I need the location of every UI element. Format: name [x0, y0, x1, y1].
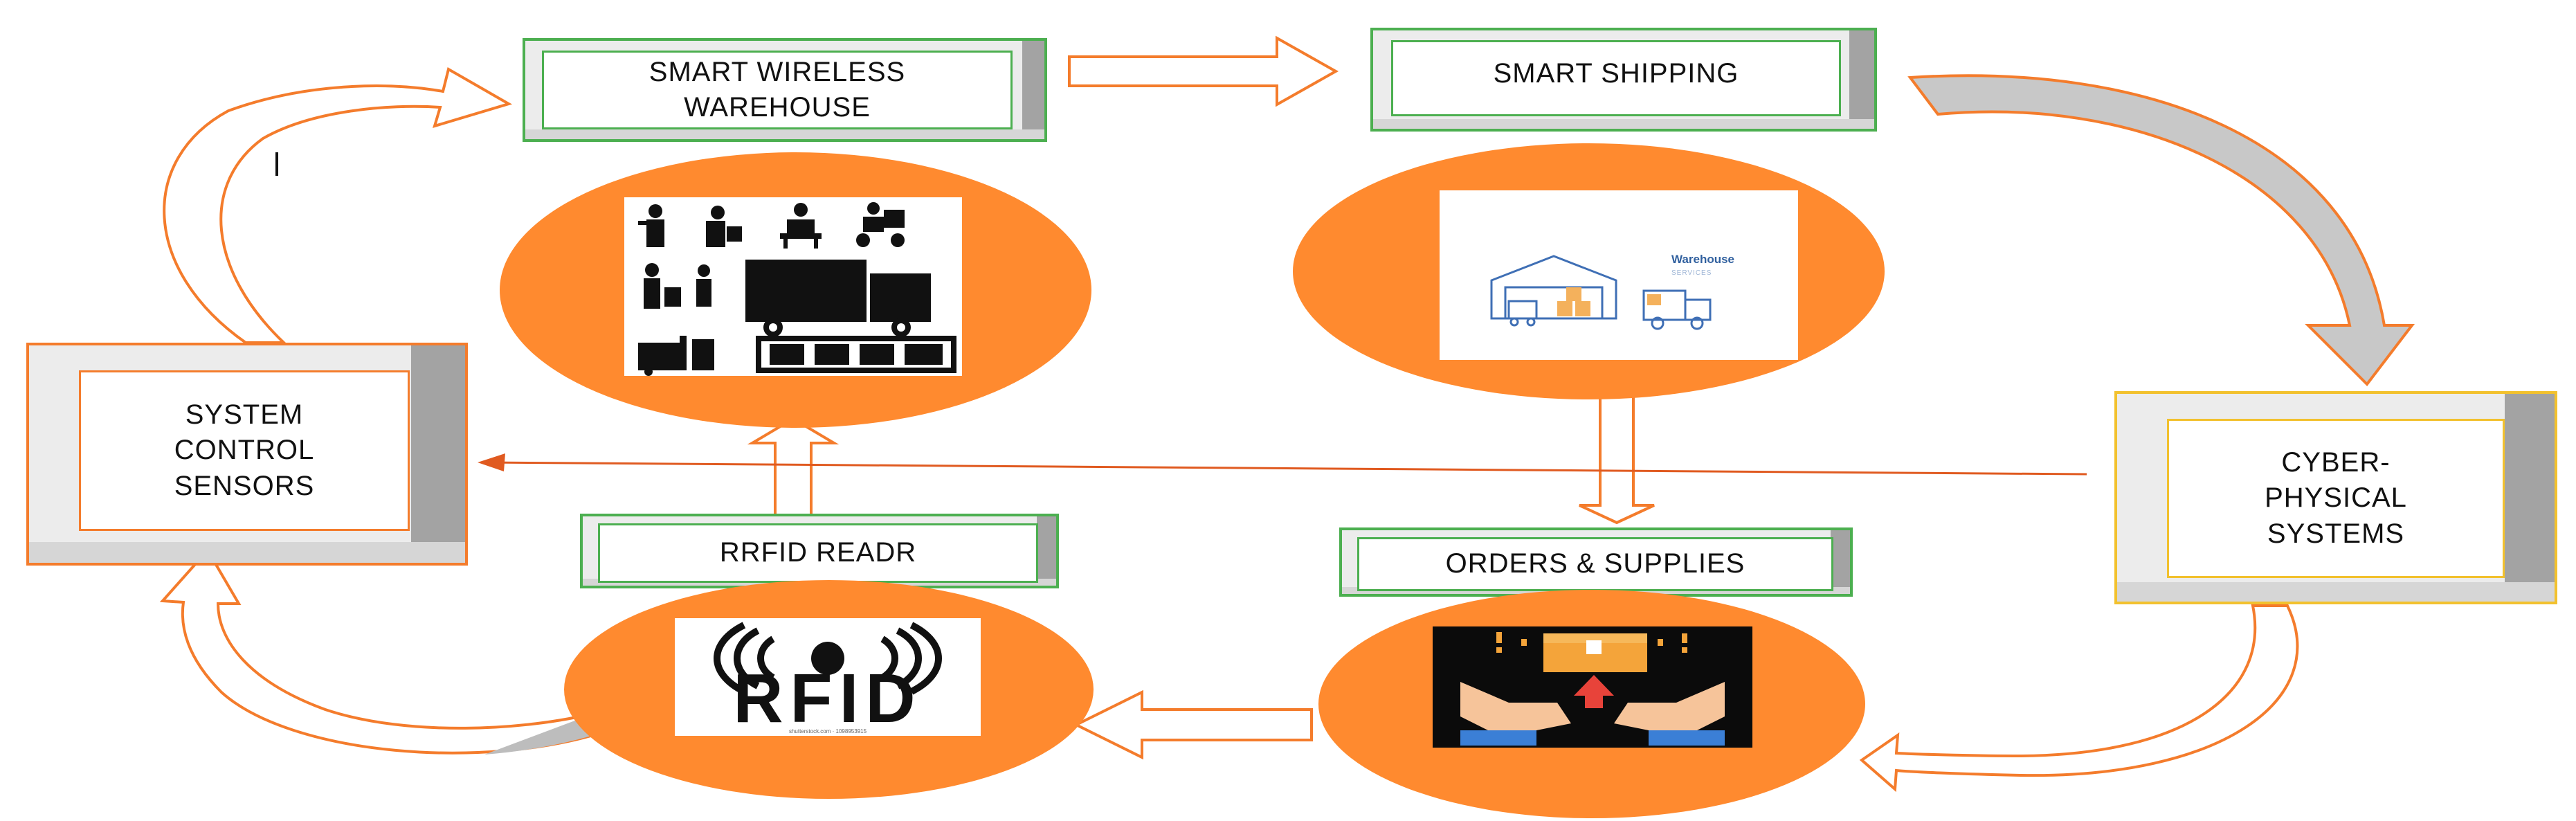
node-orders-supplies: ORDERS & SUPPLIES [1339, 527, 1853, 597]
node-rfid-reader: RRFID READR [580, 514, 1059, 588]
arrow-orders-to-rfid [1073, 689, 1313, 760]
curve-arrow-cyber-to-orders [1859, 604, 2299, 793]
arrow-rfid-to-warehouse [747, 417, 840, 517]
arrow-shipping-to-orders [1579, 395, 1655, 525]
node-system-control-sensors: SYSTEM CONTROL SENSORS [26, 343, 468, 566]
node-cyber-physical-systems: CYBER-PHYSICAL SYSTEMS [2114, 391, 2557, 604]
rfid-logo-image: RFID shutterstock.com · 1098953915 [675, 618, 981, 736]
image-title: Warehouse [1671, 253, 1734, 266]
rfid-text: RFID [733, 660, 922, 736]
node-smart-wireless-warehouse: SMART WIRELESS WAREHOUSE [523, 38, 1047, 142]
node-label: CYBER-PHYSICAL SYSTEMS [2167, 419, 2505, 578]
node-label: RRFID READR [598, 523, 1038, 583]
node-label: SMART WIRELESS WAREHOUSE [542, 51, 1013, 129]
orders-hands-box-icon [1433, 626, 1752, 748]
node-label: ORDERS & SUPPLIES [1357, 537, 1833, 591]
node-label: SMART SHIPPING [1391, 40, 1841, 116]
curve-arrow-control-to-warehouse [163, 66, 513, 344]
text-cursor-mark [275, 152, 278, 176]
arrow-warehouse-to-shipping [1068, 35, 1339, 107]
node-smart-shipping: SMART SHIPPING [1370, 28, 1877, 132]
warehouse-workers-icon [624, 197, 962, 376]
node-label: SYSTEM CONTROL SENSORS [79, 370, 410, 531]
warehouse-services-image: Warehouse SERVICES [1440, 190, 1798, 360]
curve-arrow-shipping-to-cyber [1907, 74, 2415, 387]
image-subtitle: SERVICES [1671, 269, 1712, 277]
rfid-footer: shutterstock.com · 1098953915 [789, 728, 867, 734]
curve-arrow-rfid-to-control [159, 548, 612, 755]
arrow-cyber-to-system-control [484, 461, 2087, 476]
